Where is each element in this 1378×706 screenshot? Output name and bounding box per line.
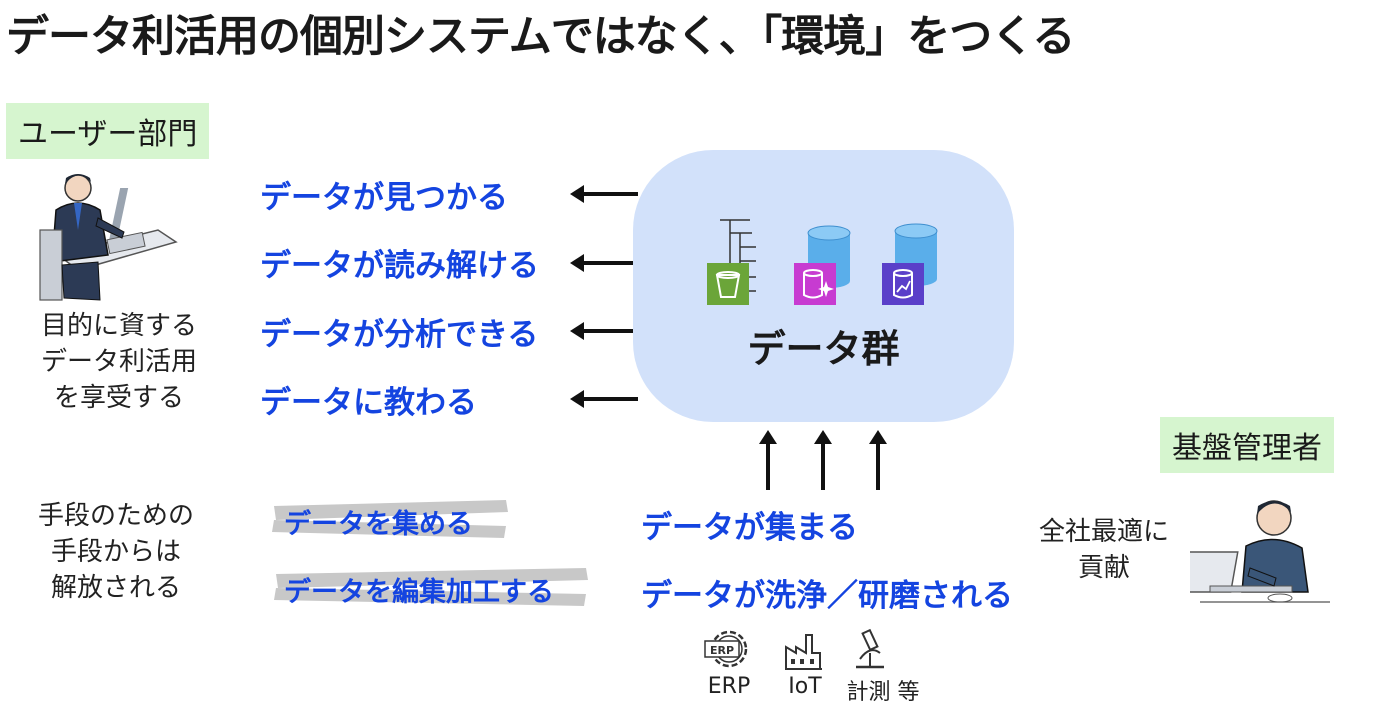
- benefit-understand: データが読み解ける: [260, 248, 539, 284]
- arrow-left-icon: [570, 185, 638, 203]
- means-desc-line: 手段のための: [37, 501, 194, 531]
- page-title: データ利活用の個別システムではなく、「環境」をつくる: [6, 12, 1075, 62]
- analytics-database-icon: [882, 263, 924, 305]
- user-dept-tag: ユーザー部門: [6, 103, 210, 159]
- arrow-left-icon: [570, 254, 638, 272]
- strike-mark: [272, 500, 508, 538]
- admin-desc: 全社最適に 貢献: [1020, 514, 1188, 586]
- means-desc: 手段のための 手段からは 解放される: [12, 498, 220, 606]
- admin-desc-line: 貢献: [1077, 553, 1130, 583]
- source-label-erp: ERP: [707, 674, 751, 699]
- struck-edit: データを編集加工する: [284, 577, 554, 608]
- arrow-left-icon: [570, 390, 638, 408]
- microscope-icon: [856, 628, 884, 669]
- source-label-measurement: 計測 等: [846, 680, 920, 705]
- admin-worker-illustration: [1190, 500, 1330, 603]
- arrow-up-icon: [814, 430, 832, 490]
- means-desc-line: 解放される: [50, 573, 181, 603]
- benefit-analyze: データが分析できる: [260, 317, 539, 353]
- benefit-find: データが見つかる: [260, 180, 508, 216]
- svg-text:ERP: ERP: [710, 644, 734, 657]
- user-dept-desc-line: を享受する: [53, 383, 184, 413]
- admin-desc-line: 全社最適に: [1038, 517, 1169, 547]
- arrow-up-icon: [759, 430, 777, 490]
- arrow-left-icon: [570, 322, 638, 340]
- data-group-icons: [707, 219, 938, 305]
- benefit-learn: データに教わる: [260, 385, 477, 421]
- ai-database-icon: [794, 263, 836, 305]
- means-desc-line: 手段からは: [50, 537, 181, 567]
- erp-gear-icon: ERP: [704, 630, 748, 668]
- arrow-up-icon: [869, 430, 887, 490]
- office-worker-illustration: [39, 174, 178, 301]
- s3-bucket-icon: [707, 263, 749, 305]
- user-dept-desc: 目的に資する データ利活用 を享受する: [16, 308, 222, 416]
- factory-icon: [785, 634, 822, 670]
- struck-collect: データを集める: [284, 509, 473, 540]
- data-group-label: データ群: [747, 327, 900, 371]
- user-dept-desc-line: データ利活用: [40, 347, 197, 377]
- admin-tag: 基盤管理者: [1160, 417, 1334, 473]
- new-cleansed: データが洗浄／研磨される: [641, 578, 1013, 614]
- source-label-iot: IoT: [788, 674, 822, 699]
- new-gathered: データが集まる: [641, 510, 858, 546]
- strike-mark: [274, 568, 588, 606]
- user-dept-desc-line: 目的に資する: [40, 311, 197, 341]
